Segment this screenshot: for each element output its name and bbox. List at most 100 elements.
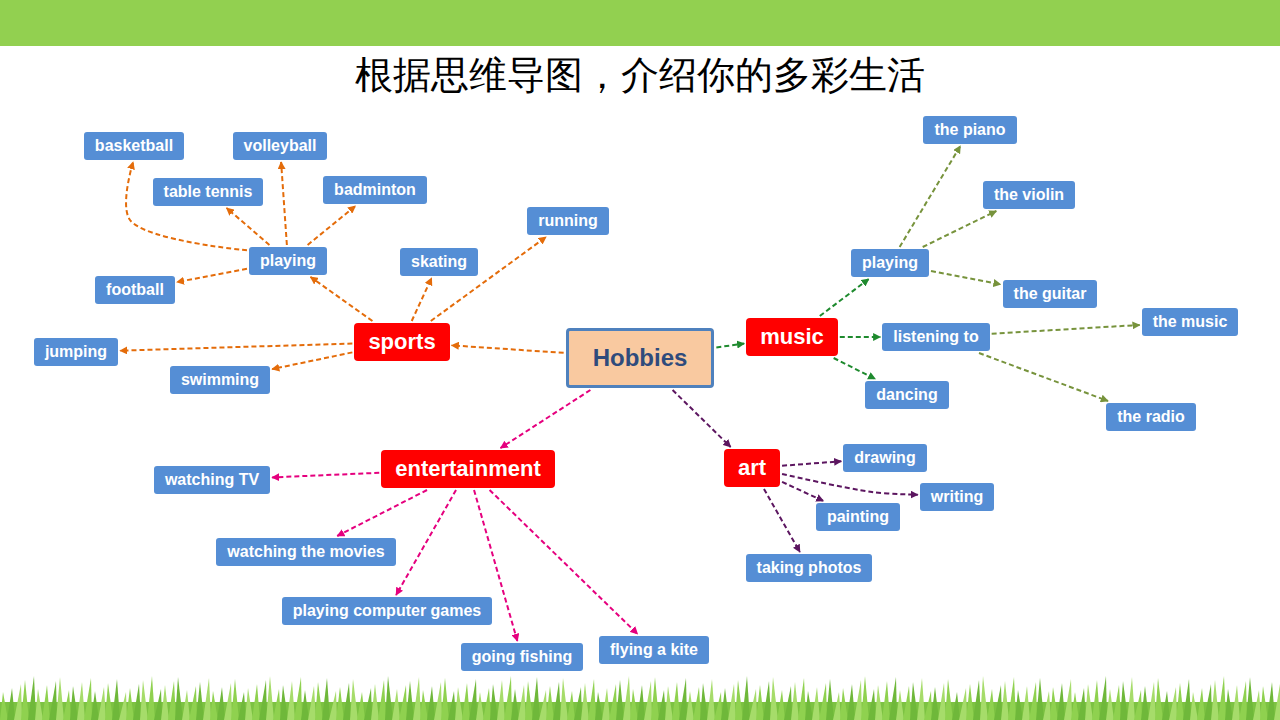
grass-blade: [469, 679, 477, 720]
grass-blade: [1043, 691, 1051, 720]
node-label: running: [538, 212, 598, 230]
node-label: playing: [862, 254, 918, 272]
grass-blade: [511, 689, 519, 720]
root-topic: Hobbies: [566, 328, 715, 388]
node-label: painting: [827, 508, 889, 526]
grass-blade: [231, 679, 239, 720]
grass-blade: [490, 684, 498, 720]
grass-blade: [119, 692, 127, 720]
category-box: sports: [354, 323, 449, 361]
grass-blade: [336, 687, 344, 720]
grass-blade: [287, 681, 295, 720]
hobby-box: dancing: [865, 381, 948, 409]
grass-blade: [602, 688, 610, 720]
node-label: volleyball: [244, 137, 317, 155]
hobby-box: skating: [400, 248, 478, 276]
node-label: skating: [411, 253, 467, 271]
grass-blade: [399, 685, 407, 720]
grass-blade: [427, 686, 435, 720]
grass-blade: [70, 686, 78, 720]
hobby-box: taking photos: [746, 554, 873, 582]
node-label: playing computer games: [293, 602, 482, 620]
grass-blade: [980, 676, 988, 720]
top-bar: [0, 0, 1280, 46]
grass-blade: [651, 677, 659, 720]
node-label: badminton: [334, 181, 416, 199]
hobby-box: the radio: [1106, 403, 1196, 431]
hobby-box: flying a kite: [599, 636, 709, 664]
grass-blade: [553, 682, 561, 720]
grass-blade: [777, 690, 785, 720]
dashed-connector: [900, 146, 961, 247]
grass-blade: [28, 676, 36, 720]
grass-blade: [392, 689, 400, 720]
grass-blade: [749, 689, 757, 720]
grass-blade: [1050, 687, 1058, 720]
grass-blade: [1127, 677, 1135, 720]
grass-blade: [462, 683, 470, 720]
grass-blade: [434, 682, 442, 720]
node-label: Hobbies: [593, 344, 688, 372]
grass-blade: [1190, 692, 1198, 720]
dashed-connector: [337, 490, 427, 536]
grass-blade: [973, 680, 981, 720]
hobby-box: badminton: [323, 176, 427, 204]
node-label: the piano: [934, 121, 1005, 139]
grass-blade: [868, 689, 876, 720]
grass-blade: [371, 684, 379, 720]
grass-blade: [742, 676, 750, 720]
grass-blade: [1253, 690, 1261, 720]
category-box: art: [724, 449, 780, 487]
grass-blade: [1169, 687, 1177, 720]
grass-blade: [1260, 686, 1268, 720]
grass-blade: [805, 691, 813, 720]
grass-blade: [420, 690, 428, 720]
hobby-box: writing: [920, 483, 994, 511]
hobby-box: going fishing: [461, 643, 583, 671]
grass-blade: [175, 677, 183, 720]
grass-blade: [679, 678, 687, 720]
dashed-connector: [716, 344, 744, 348]
hobby-box: listening to: [882, 323, 989, 351]
grass-blade: [1064, 679, 1072, 720]
grass-blade: [581, 683, 589, 720]
hobby-box: playing: [249, 247, 327, 275]
grass-blade: [343, 683, 351, 720]
grass-blade: [1015, 690, 1023, 720]
hobby-box: the violin: [983, 181, 1075, 209]
grass-blade: [882, 681, 890, 720]
grass-blade: [329, 691, 337, 720]
grass-blade: [546, 686, 554, 720]
grass-blade: [959, 688, 967, 720]
grass-blade: [819, 683, 827, 720]
grass-blade: [735, 680, 743, 720]
grass-blade: [812, 687, 820, 720]
grass-blade: [147, 676, 155, 720]
grass-blade: [644, 681, 652, 720]
dashed-connector: [272, 352, 352, 369]
grass-blade: [560, 678, 568, 720]
grass-blade: [406, 681, 414, 720]
grass-blade: [1134, 690, 1142, 720]
grass-blade: [952, 692, 960, 720]
hobby-box: playing computer games: [282, 597, 493, 625]
grass-blade: [1176, 683, 1184, 720]
grass-blade: [609, 684, 617, 720]
grass-blade: [532, 677, 540, 720]
grass-blade: [35, 689, 43, 720]
grass-blade: [448, 691, 456, 720]
grass-blade: [1267, 682, 1275, 720]
grass-blade: [994, 685, 1002, 720]
grass-blade: [1141, 686, 1149, 720]
grass-blade: [42, 685, 50, 720]
grass-blade: [91, 691, 99, 720]
hobby-box: watching the movies: [216, 538, 395, 566]
grass-blade: [1197, 688, 1205, 720]
node-label: the radio: [1117, 408, 1185, 426]
grass-blade: [315, 682, 323, 720]
grass-blade: [1001, 681, 1009, 720]
dashed-connector: [840, 336, 881, 338]
grass-blade: [714, 692, 722, 720]
hobby-box: basketball: [84, 132, 184, 160]
grass-blade: [1022, 686, 1030, 720]
